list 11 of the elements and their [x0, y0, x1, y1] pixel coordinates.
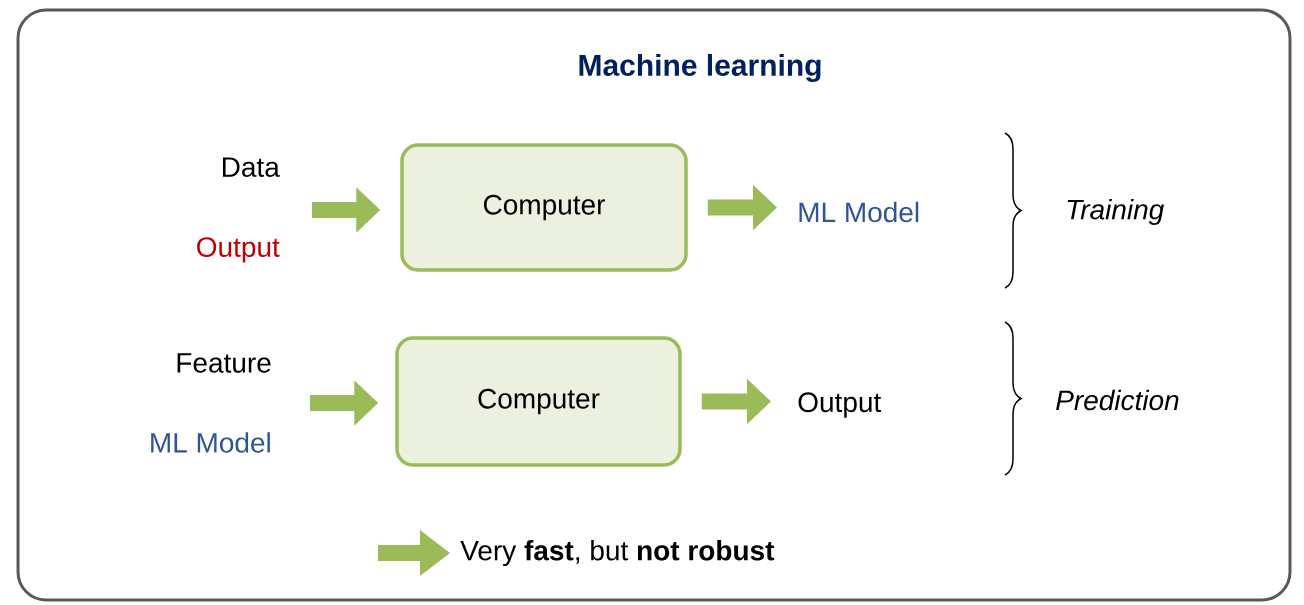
- label: Prediction: [1056, 389, 1179, 411]
- frame: [16, 8, 1292, 602]
- label: Training: [1067, 198, 1164, 226]
- text-label: Data Output: [197, 157, 280, 263]
- process-box: Computer: [400, 143, 688, 272]
- label: Very fast, but not robust: [460, 539, 775, 567]
- process-box: Computer: [395, 336, 682, 467]
- text-label: Output: [798, 392, 882, 418]
- text-label: Feature ML Model: [151, 353, 271, 453]
- title: Machine learning: [579, 53, 821, 83]
- text-label: ML Model: [799, 201, 919, 223]
